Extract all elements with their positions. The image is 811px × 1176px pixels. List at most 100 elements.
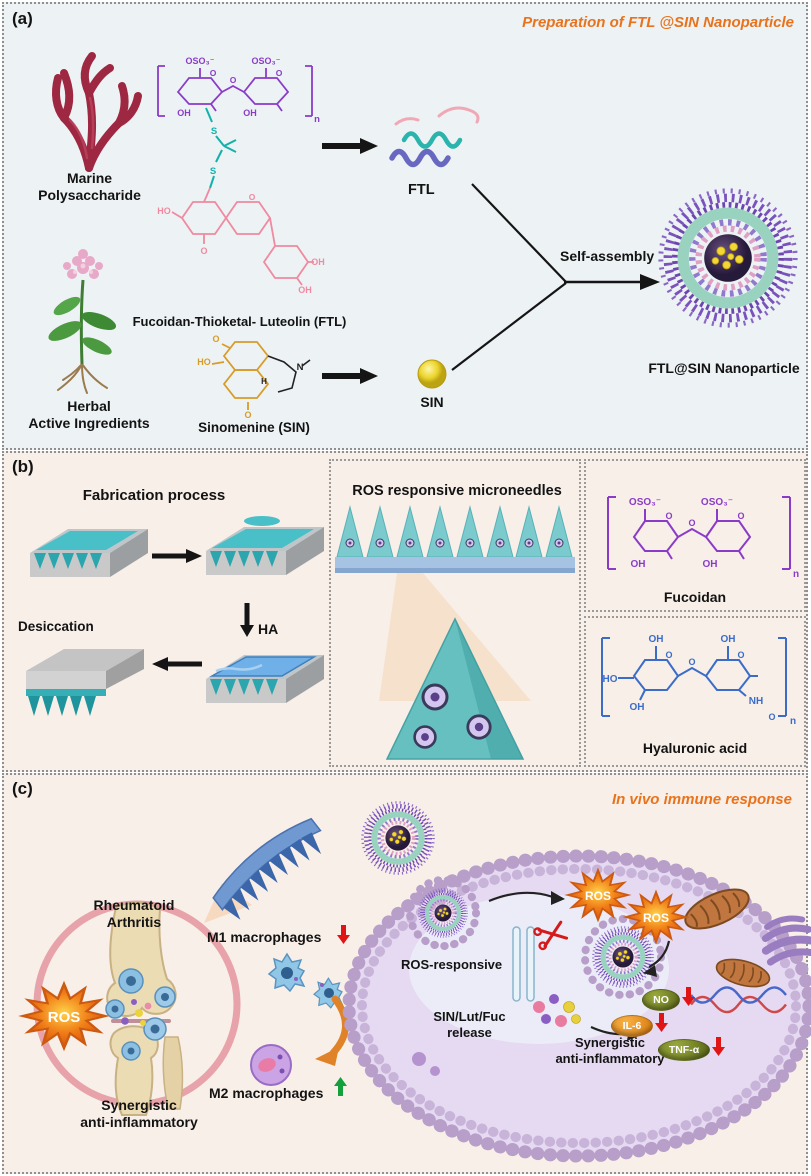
m2-label: M2 macrophages — [209, 1085, 324, 1101]
chem-label: O — [212, 334, 219, 344]
self-assembly-label: Self-assembly — [560, 248, 655, 264]
chem-label: OH — [177, 108, 191, 118]
chem-label: n — [314, 114, 320, 125]
chem-label: OH — [298, 285, 312, 295]
chem-label: O — [665, 650, 672, 660]
panel-b-tag: (b) — [12, 457, 34, 476]
chem-label: OH — [243, 108, 257, 118]
ros-label: ROS — [643, 911, 669, 925]
fucoidan-box: OSO₃⁻ OSO₃⁻ O O O OH OH n Fucoidan — [584, 459, 806, 612]
arrow-down-red-icon — [655, 1013, 668, 1032]
nanoparticle-label: FTL@SIN Nanoparticle — [648, 360, 800, 376]
chem-label: O — [210, 68, 217, 78]
panel-a: (a) Preparation of FTL @SIN Nanoparticle… — [2, 2, 808, 450]
rheumatoid-label: Rheumatoid Arthritis — [93, 897, 175, 930]
arrow-right-icon — [322, 368, 378, 384]
chem-label: n — [790, 716, 796, 727]
arrow-right-icon — [152, 549, 202, 563]
fucoidan-label: Fucoidan — [663, 589, 727, 605]
macrophage-cell-illustration — [342, 849, 811, 1163]
chem-label: OH — [630, 702, 645, 713]
ros-burst: ROS — [624, 891, 688, 943]
ros-responsive-label: ROS-responsive — [401, 957, 503, 972]
ftl-sin-nanoparticle-illustration — [652, 182, 804, 334]
arrow-up-green-icon — [334, 1077, 347, 1096]
chem-label: H — [261, 377, 267, 386]
microneedles-title: ROS responsive microneedles — [352, 483, 562, 499]
mold-filling-illustration — [30, 529, 148, 577]
chem-label: OSO₃⁻ — [629, 497, 661, 508]
marine-polysaccharide-illustration — [52, 52, 142, 172]
hyaluronic-label: Hyaluronic acid — [642, 740, 748, 756]
chem-label: OSO₃⁻ — [701, 497, 733, 508]
dna-icon — [690, 986, 787, 1014]
ftl-full-label: Fucoidan-Thioketal- Luteolin (FTL) — [132, 314, 347, 329]
desiccation-label: Desiccation — [18, 619, 94, 634]
mold-casting-illustration — [206, 516, 324, 575]
chem-label: S — [211, 126, 217, 137]
release-label: SIN/Lut/Fuc release — [433, 1009, 506, 1040]
self-assembly-arrow — [451, 183, 660, 371]
microneedle-array-illustration — [335, 505, 575, 760]
chem-label: OSO₃⁻ — [186, 56, 215, 66]
ros-burst: ROS — [21, 982, 107, 1050]
chem-label: OH — [721, 634, 736, 645]
arrow-down-icon — [240, 603, 254, 637]
herbal-plant-illustration — [48, 249, 117, 394]
chem-label: HO — [603, 674, 618, 685]
ftl-label: FTL — [408, 182, 435, 198]
microneedle-patch-illustration — [204, 817, 322, 923]
chem-label: O — [244, 410, 251, 420]
m2-macrophage-illustration — [250, 1044, 292, 1086]
chem-label: HO — [157, 206, 171, 216]
scissors-icon — [533, 920, 569, 951]
ha-label: HA — [258, 621, 279, 637]
chem-label: N — [297, 362, 304, 373]
chem-label: OSO₃⁻ — [252, 56, 281, 66]
chem-label: n — [793, 569, 799, 580]
panel-c-tag: (c) — [12, 779, 33, 798]
sin-sphere — [417, 359, 447, 389]
chem-label: O — [688, 518, 695, 528]
sin-full-label: Sinomenine (SIN) — [198, 420, 310, 435]
marine-label: Marine Polysaccharide — [38, 170, 141, 203]
herbal-label: Herbal Active Ingredients — [28, 398, 150, 431]
panel-a-tag: (a) — [12, 9, 33, 28]
sinomenine-structure: O HO O N H — [197, 334, 311, 420]
ftl-structure: OSO₃⁻ OSO₃⁻ O O O OH OH n S S HO O O — [157, 56, 325, 295]
chem-label: HO — [197, 357, 211, 367]
panel-c: (c) In vivo immune response — [2, 773, 811, 1174]
chem-label: O — [230, 75, 237, 85]
arrow-right-icon — [322, 138, 378, 154]
arrow-down-red-icon — [337, 925, 350, 944]
chem-label: O — [276, 68, 283, 78]
il6-badge: IL-6 — [611, 1015, 653, 1037]
chem-label: O — [737, 511, 744, 521]
knee-joint-illustration — [33, 900, 241, 1116]
no-badge: NO — [642, 989, 680, 1011]
chem-label: OH — [649, 634, 664, 645]
dried-microneedle-illustration — [26, 649, 144, 716]
chem-label: OH — [631, 559, 646, 570]
fucoidan-structure: OSO₃⁻ OSO₃⁻ O O O OH OH n — [607, 496, 799, 580]
panel-c-title: In vivo immune response — [611, 791, 792, 808]
chem-label: O — [200, 246, 207, 256]
chem-label: O — [688, 657, 695, 667]
chem-label: O — [249, 192, 256, 202]
arrow-left-icon — [152, 657, 202, 671]
panel-a-title: Preparation of FTL @SIN Nanoparticle — [522, 14, 794, 31]
sin-label: SIN — [420, 394, 444, 410]
synergistic-left-label: Synergistic anti-inflammatory — [80, 1097, 198, 1130]
m1-macrophages-illustration — [267, 952, 344, 1009]
arrow-down-red-icon — [712, 1037, 725, 1056]
chem-label: OH — [703, 559, 718, 570]
chem-label: OH — [311, 257, 325, 267]
panel-b: (b) Fabrication process — [2, 451, 808, 772]
chem-label: O — [768, 712, 775, 722]
chem-label: O — [665, 511, 672, 521]
chem-label: O — [737, 650, 744, 660]
ftl-polymer-illustration — [389, 106, 480, 168]
synergistic-right-label: Synergistic anti-inflammatory — [555, 1035, 665, 1066]
mold-ha-layer-illustration — [206, 655, 324, 703]
